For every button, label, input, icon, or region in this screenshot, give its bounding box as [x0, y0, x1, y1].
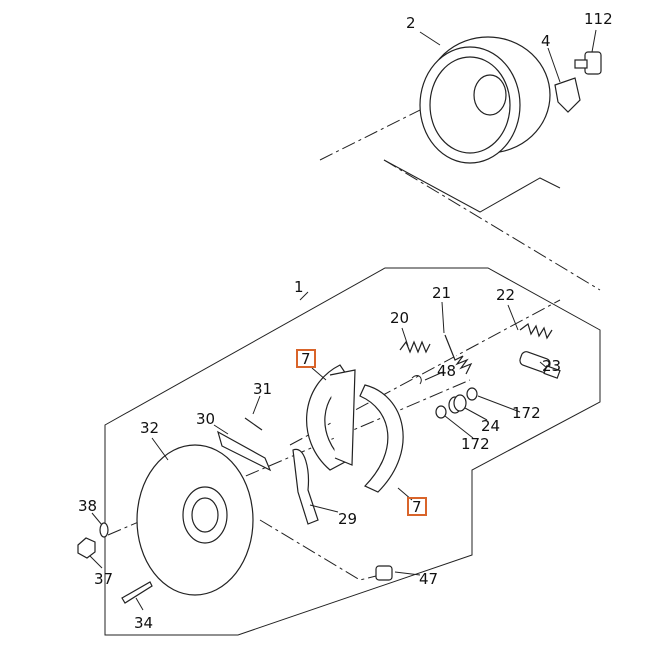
axis-lower — [259, 519, 381, 581]
callout-24: 24 — [481, 417, 500, 435]
pin-31 — [244, 417, 263, 431]
callout-4: 4 — [541, 32, 551, 50]
spring-24 — [448, 394, 467, 414]
nut-37 — [77, 537, 96, 559]
callout-22: 22 — [496, 286, 515, 304]
callout-20: 20 — [390, 309, 409, 327]
callout-21: 21 — [432, 284, 451, 302]
adjuster-23 — [519, 351, 561, 379]
plate-part — [554, 77, 581, 113]
assembly-outline — [104, 267, 601, 636]
highlight-box-7-rear — [407, 497, 427, 516]
washer-38 — [99, 522, 109, 538]
callout-29: 29 — [338, 510, 357, 528]
bleeder-47 — [375, 565, 393, 581]
axis-main — [107, 379, 471, 536]
callout-32: 32 — [140, 419, 159, 437]
lever-29 — [292, 448, 319, 525]
callout-34: 34 — [134, 614, 153, 632]
callout-30: 30 — [196, 410, 215, 428]
bolt-part — [574, 51, 602, 75]
spring-22 — [519, 323, 553, 340]
callout-172-a: 172 — [512, 404, 541, 422]
backing-plate — [136, 444, 254, 596]
brake-drum — [419, 36, 551, 164]
spring-21 — [444, 334, 473, 375]
callout-2: 2 — [406, 14, 416, 32]
callout-1: 1 — [294, 278, 304, 296]
clip-48 — [411, 375, 422, 385]
assembly-frame-inner — [383, 159, 561, 213]
strut-30 — [217, 430, 272, 472]
highlight-box-7-front — [296, 349, 316, 368]
callout-7-rear[interactable]: 7 — [412, 498, 422, 516]
leader-lines — [89, 29, 597, 611]
callout-47: 47 — [419, 570, 438, 588]
spring-20 — [399, 340, 431, 354]
callout-37: 37 — [94, 570, 113, 588]
washer-172a — [466, 387, 478, 401]
brake-shoe-front-web — [329, 369, 356, 466]
callout-112: 112 — [584, 10, 613, 28]
brake-shoe-front — [306, 364, 351, 471]
callout-48: 48 — [437, 362, 456, 380]
washer-172b — [435, 405, 447, 419]
axis-drum-lower — [383, 159, 601, 291]
callout-23: 23 — [542, 357, 561, 375]
callout-172-b: 172 — [461, 435, 490, 453]
brake-shoe-rear — [359, 384, 404, 493]
callout-38: 38 — [78, 497, 97, 515]
callout-31: 31 — [253, 380, 272, 398]
callout-7-front[interactable]: 7 — [301, 350, 311, 368]
bolt-34 — [121, 581, 153, 604]
